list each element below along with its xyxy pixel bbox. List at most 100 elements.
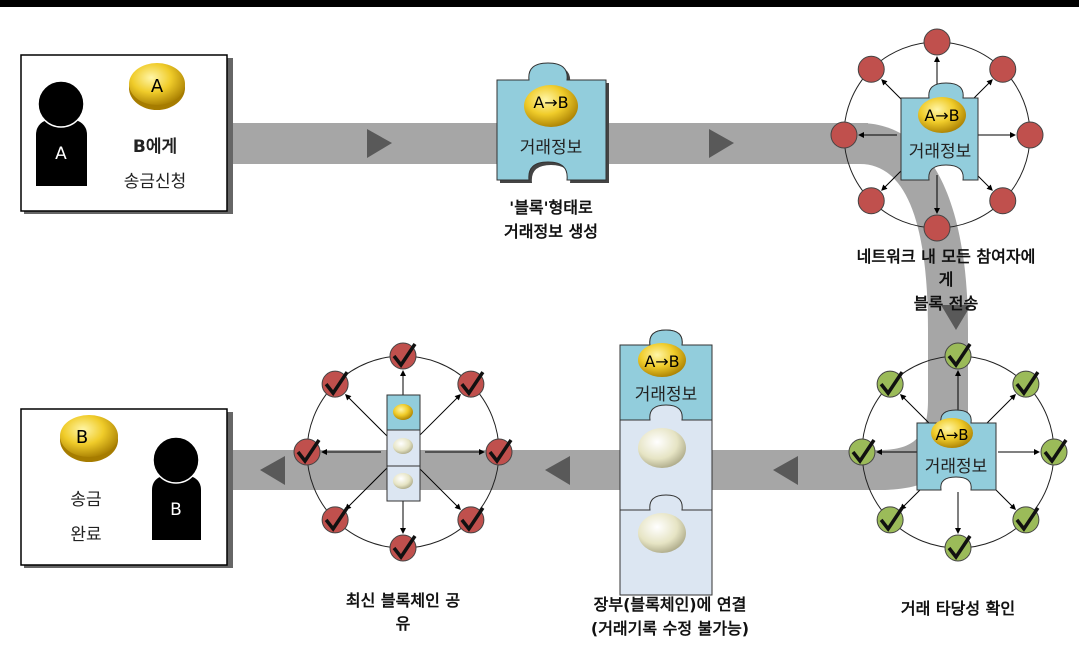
svg-text:A→B: A→B xyxy=(644,352,679,371)
coin-icon xyxy=(393,404,413,420)
network-node xyxy=(923,214,951,242)
check-icon xyxy=(296,439,321,464)
coin-icon xyxy=(638,428,686,468)
svg-text:A→B: A→B xyxy=(935,426,968,444)
network-node xyxy=(876,370,904,398)
network-node xyxy=(876,506,904,534)
arrow-left-icon xyxy=(545,456,570,485)
network-node xyxy=(389,534,417,562)
step3-caption-2: 게 xyxy=(939,270,954,289)
svg-text:거래정보: 거래정보 xyxy=(909,142,972,162)
step5-caption-2: (거래기록 수정 불가능) xyxy=(591,619,749,638)
coin-icon: B xyxy=(60,415,118,462)
svg-text:A→B: A→B xyxy=(533,93,568,112)
step2-caption-2: 거래정보 생성 xyxy=(504,222,598,241)
person-b-icon: B xyxy=(152,436,201,540)
network-node xyxy=(1040,438,1068,466)
network-node xyxy=(1012,506,1040,534)
check-icon xyxy=(879,506,904,532)
coin-icon xyxy=(524,85,578,127)
check-icon xyxy=(851,439,876,464)
broadcast-arrow xyxy=(345,467,388,510)
validation-network xyxy=(848,342,1068,562)
arrow-down-icon xyxy=(941,305,971,330)
network-node xyxy=(457,370,485,398)
network-node xyxy=(293,438,321,466)
blockchain-ledger: A→B 거래정보 xyxy=(619,329,713,596)
coin-icon xyxy=(393,438,413,454)
step6-caption-1: 최신 블록체인 공 xyxy=(346,591,460,610)
sender-text-2: 송금신청 xyxy=(124,172,187,192)
network-node xyxy=(321,506,349,534)
step4-caption: 거래 타당성 확인 xyxy=(901,599,1015,618)
network-node xyxy=(989,55,1017,83)
svg-text:거래정보: 거래정보 xyxy=(520,138,583,158)
network-node xyxy=(389,342,417,370)
coin-icon xyxy=(918,97,966,133)
network-node xyxy=(321,370,349,398)
shared-network xyxy=(293,342,513,562)
broadcast-network xyxy=(830,28,1044,242)
step3-caption-3: 블록 전송 xyxy=(914,294,979,313)
person-label: A xyxy=(55,144,67,164)
broadcast-arrow xyxy=(345,394,388,437)
network-node xyxy=(857,187,885,215)
check-icon xyxy=(1015,371,1040,397)
transaction-block: A→B 거래정보 xyxy=(496,62,609,183)
check-icon xyxy=(460,371,485,397)
top-bar xyxy=(0,0,1079,7)
network-node xyxy=(848,438,876,466)
sender-text-1: B에게 xyxy=(133,137,177,157)
network-block: A→B 거래정보 xyxy=(900,82,979,181)
check-icon xyxy=(392,343,417,368)
arrow-right-icon xyxy=(709,129,734,158)
check-icon xyxy=(460,506,485,532)
check-icon xyxy=(1043,439,1068,464)
arrow-left-icon xyxy=(260,456,285,485)
receiver-text-2: 완료 xyxy=(70,525,101,545)
network-node xyxy=(1012,370,1040,398)
check-icon xyxy=(392,535,417,560)
svg-text:A: A xyxy=(151,76,164,97)
check-icon xyxy=(879,371,904,397)
person-label: B xyxy=(170,500,182,520)
broadcast-arrow xyxy=(418,467,461,510)
network-node xyxy=(830,121,858,149)
check-icon xyxy=(324,506,349,532)
network-node xyxy=(1016,121,1044,149)
network-node xyxy=(457,506,485,534)
coin-icon: A xyxy=(129,63,185,110)
svg-text:거래정보: 거래정보 xyxy=(925,457,988,477)
coin-icon xyxy=(393,473,413,489)
network-node xyxy=(923,28,951,56)
step5-caption-1: 장부(블록체인)에 연결 xyxy=(594,595,747,614)
check-icon xyxy=(1015,506,1040,532)
network-block: A→B 거래정보 xyxy=(916,409,997,491)
arrow-left-icon xyxy=(773,456,798,485)
svg-text:거래정보: 거래정보 xyxy=(635,385,698,405)
sender-box: A A B에게 송금신청 xyxy=(20,54,233,214)
step6-caption-2: 유 xyxy=(396,614,411,633)
coin-icon xyxy=(638,343,686,377)
person-a-icon: A xyxy=(36,80,87,186)
mini-chain xyxy=(386,394,421,502)
check-icon xyxy=(947,343,972,368)
check-icon xyxy=(488,439,513,464)
receiver-text-1: 송금 xyxy=(70,490,101,510)
network-node xyxy=(944,534,972,562)
broadcast-arrow xyxy=(900,394,931,425)
step3-caption-1: 네트워크 내 모든 참여자에 xyxy=(857,247,1036,266)
step2-caption-1: '블록'형태로 xyxy=(509,198,593,217)
check-icon xyxy=(947,535,972,560)
network-node xyxy=(989,187,1017,215)
arrow-right-icon xyxy=(367,129,392,158)
check-icon xyxy=(324,371,349,397)
broadcast-arrow xyxy=(985,394,1016,425)
svg-text:A→B: A→B xyxy=(924,106,959,125)
coin-icon xyxy=(638,513,686,553)
svg-text:B: B xyxy=(76,427,88,448)
network-node xyxy=(485,438,513,466)
network-node xyxy=(944,342,972,370)
broadcast-arrow xyxy=(418,394,461,437)
